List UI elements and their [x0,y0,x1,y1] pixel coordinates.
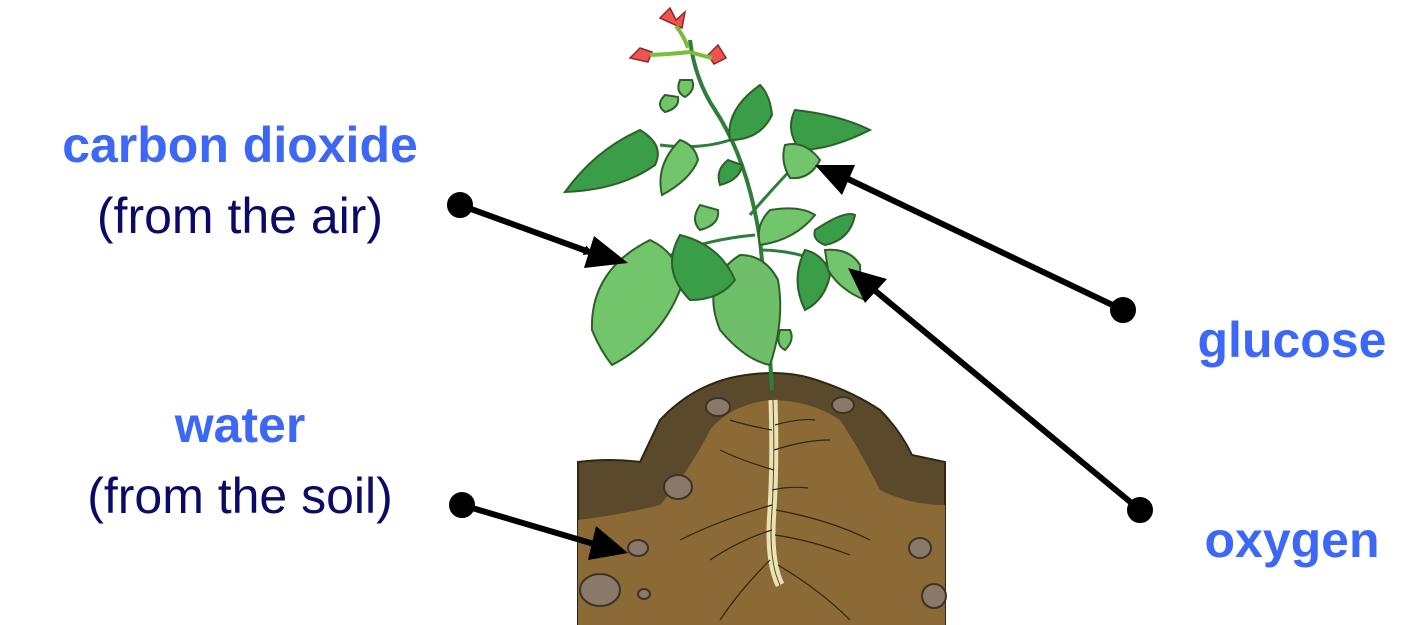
water-title: water [0,400,480,450]
carbon-dioxide-label: carbon dioxide (from the air) [0,120,480,241]
water-arrow [462,505,594,544]
oxygen-label: oxygen [1160,515,1424,565]
water-label: water (from the soil) [0,400,480,521]
plant-illustration [565,8,870,390]
water-subtitle: (from the soil) [0,471,480,521]
carbon-dioxide-subtitle: (from the air) [0,191,480,241]
carbon-dioxide-arrowhead [584,236,628,268]
soil-illustration [578,373,946,625]
glucose-arrow [848,179,1123,310]
carbon-dioxide-title: carbon dioxide [0,120,480,170]
glucose-label: glucose [1160,315,1424,365]
